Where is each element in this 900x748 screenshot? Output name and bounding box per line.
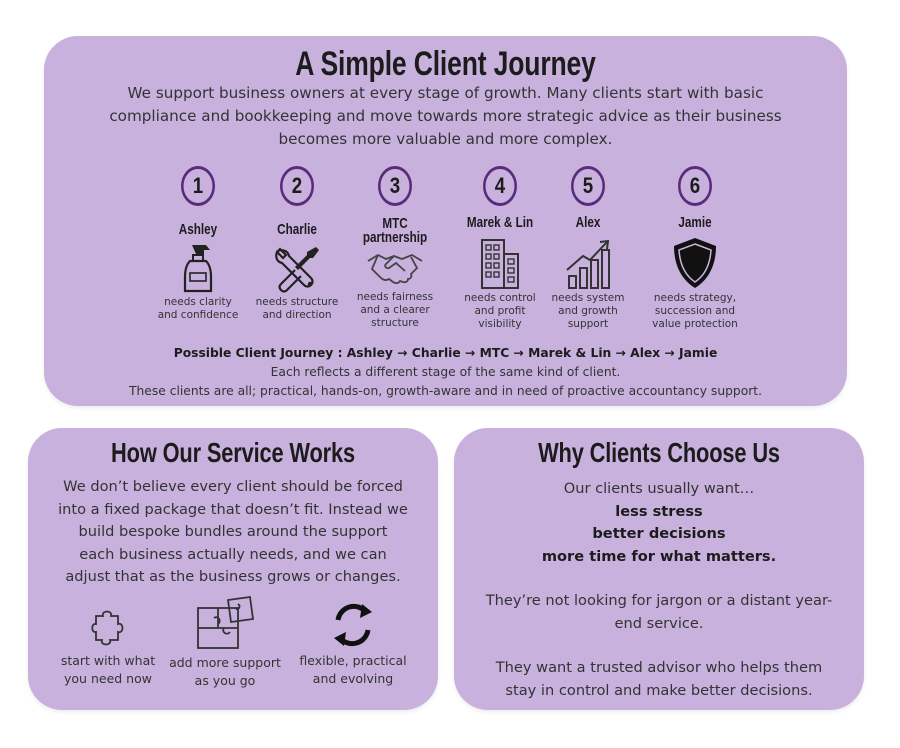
step-need: needs control and profit visibility [452, 292, 548, 331]
want-item: more time for what matters. [541, 547, 777, 565]
service-card: How Our Service Works We don’t believe e… [28, 428, 438, 710]
service-title: How Our Service Works [111, 437, 355, 468]
refresh-cycle-icon [328, 600, 378, 650]
need-line: structure [371, 317, 419, 329]
spray-bottle-icon [180, 243, 216, 293]
why-para-line: They want a trusted advisor who helps th… [495, 659, 823, 676]
service-item-label: add more support as you go [160, 654, 290, 690]
step-need: needs system and growth support [540, 292, 636, 331]
client-journey-card: A Simple Client Journey We support busin… [44, 36, 847, 406]
body-line: adjust that as the business grows or cha… [65, 568, 401, 585]
wrench-screwdriver-icon [272, 243, 322, 293]
label-line: you need now [64, 671, 152, 686]
journey-summary: Possible Client Journey : Ashley → Charl… [44, 344, 847, 401]
why-title: Why Clients Choose Us [538, 437, 780, 468]
need-line: succession and [654, 305, 736, 317]
step-number-badge: 3 [378, 166, 412, 206]
need-line: visibility [478, 318, 522, 330]
step-name-line: partnership [362, 229, 428, 246]
need-line: value protection [652, 318, 738, 330]
shield-icon [672, 236, 718, 290]
step-number-badge: 2 [280, 166, 314, 206]
service-item-label: start with what you need now [42, 652, 174, 688]
step-name: MTC partnership [344, 215, 446, 246]
journey-intro: We support business owners at every stag… [54, 82, 837, 151]
intro-line: We support business owners at every stag… [127, 84, 764, 102]
service-body: We don’t believe every client should be … [32, 476, 434, 589]
journey-step-3: 3 MTC partnership needs fairness and a c… [344, 166, 446, 330]
clients-line: These clients are all; practical, hands-… [128, 384, 763, 398]
step-name: Alex [575, 214, 601, 231]
need-line: and growth [558, 305, 618, 317]
jigsaw-icon [194, 594, 256, 652]
journey-step-2: 2 Charlie needs structure and direction [244, 166, 350, 322]
need-line: support [567, 318, 609, 330]
need-line: needs structure [255, 296, 339, 308]
step-number-badge: 4 [483, 166, 517, 206]
journey-step-6: 6 Jamie needs strategy, succession and v… [640, 166, 750, 331]
label-line: add more support [169, 655, 281, 670]
journey-step-4: 4 Marek & Lin needs control and profit v… [452, 166, 548, 331]
step-name-line: MTC [382, 215, 408, 232]
step-name: Jamie [678, 214, 712, 231]
need-line: needs clarity [164, 296, 232, 308]
step-need: needs strategy, succession and value pro… [640, 292, 750, 331]
need-line: needs fairness [356, 291, 434, 303]
why-body: Our clients usually want… less stress be… [460, 478, 858, 702]
intro-line: becomes more valuable and more complex. [278, 130, 613, 148]
body-line: We don’t believe every client should be … [63, 478, 403, 495]
reflect-line: Each reflects a different stage of the s… [270, 365, 621, 379]
service-item-flexible: flexible, practical and evolving [288, 600, 418, 688]
why-para-line: They’re not looking for jargon or a dist… [485, 592, 833, 609]
need-line: and profit [474, 305, 526, 317]
need-line: and confidence [157, 309, 239, 321]
why-para-line: end service. [614, 614, 704, 632]
journey-step-5: 5 Alex needs system and growth support [540, 166, 636, 331]
service-item-start: start with what you need now [42, 606, 174, 688]
step-name: Charlie [277, 221, 317, 238]
label-line: flexible, practical [299, 653, 407, 668]
need-line: and a clearer [360, 304, 430, 316]
body-line: each business actually needs, and we can [79, 545, 387, 563]
step-number-badge: 5 [571, 166, 605, 206]
step-name: Ashley [178, 221, 218, 238]
journey-title: A Simple Client Journey [295, 45, 596, 83]
body-line: build bespoke bundles around the support [78, 523, 388, 540]
journey-step-1: 1 Ashley needs clarity and confidence [144, 166, 252, 322]
service-item-add: add more support as you go [160, 594, 290, 690]
label-line: and evolving [312, 671, 394, 686]
step-number-badge: 1 [181, 166, 215, 206]
step-need: needs structure and direction [244, 296, 350, 322]
journey-path: Possible Client Journey : Ashley → Charl… [173, 346, 718, 360]
puzzle-piece-icon [88, 606, 128, 646]
why-card: Why Clients Choose Us Our clients usuall… [454, 428, 864, 710]
step-need: needs clarity and confidence [144, 296, 252, 322]
office-building-icon [479, 236, 521, 290]
why-para-line: stay in control and make better decision… [505, 681, 813, 699]
need-line: needs control [464, 292, 536, 304]
growth-chart-icon [563, 236, 613, 290]
service-item-label: flexible, practical and evolving [288, 652, 418, 688]
body-line: into a fixed package that doesn’t fit. I… [58, 500, 408, 518]
want-item: better decisions [592, 525, 726, 542]
intro-line: compliance and bookkeeping and move towa… [109, 107, 782, 125]
step-number-badge: 6 [678, 166, 712, 206]
need-line: and direction [262, 309, 332, 321]
why-lead: Our clients usually want… [563, 480, 755, 497]
step-name: Marek & Lin [466, 214, 534, 231]
want-item: less stress [615, 502, 703, 520]
label-line: as you go [194, 673, 256, 688]
need-line: needs system [551, 292, 625, 304]
label-line: start with what [60, 653, 156, 668]
step-need: needs fairness and a clearer structure [344, 291, 446, 330]
handshake-icon [366, 247, 424, 289]
need-line: needs strategy, [653, 292, 737, 304]
